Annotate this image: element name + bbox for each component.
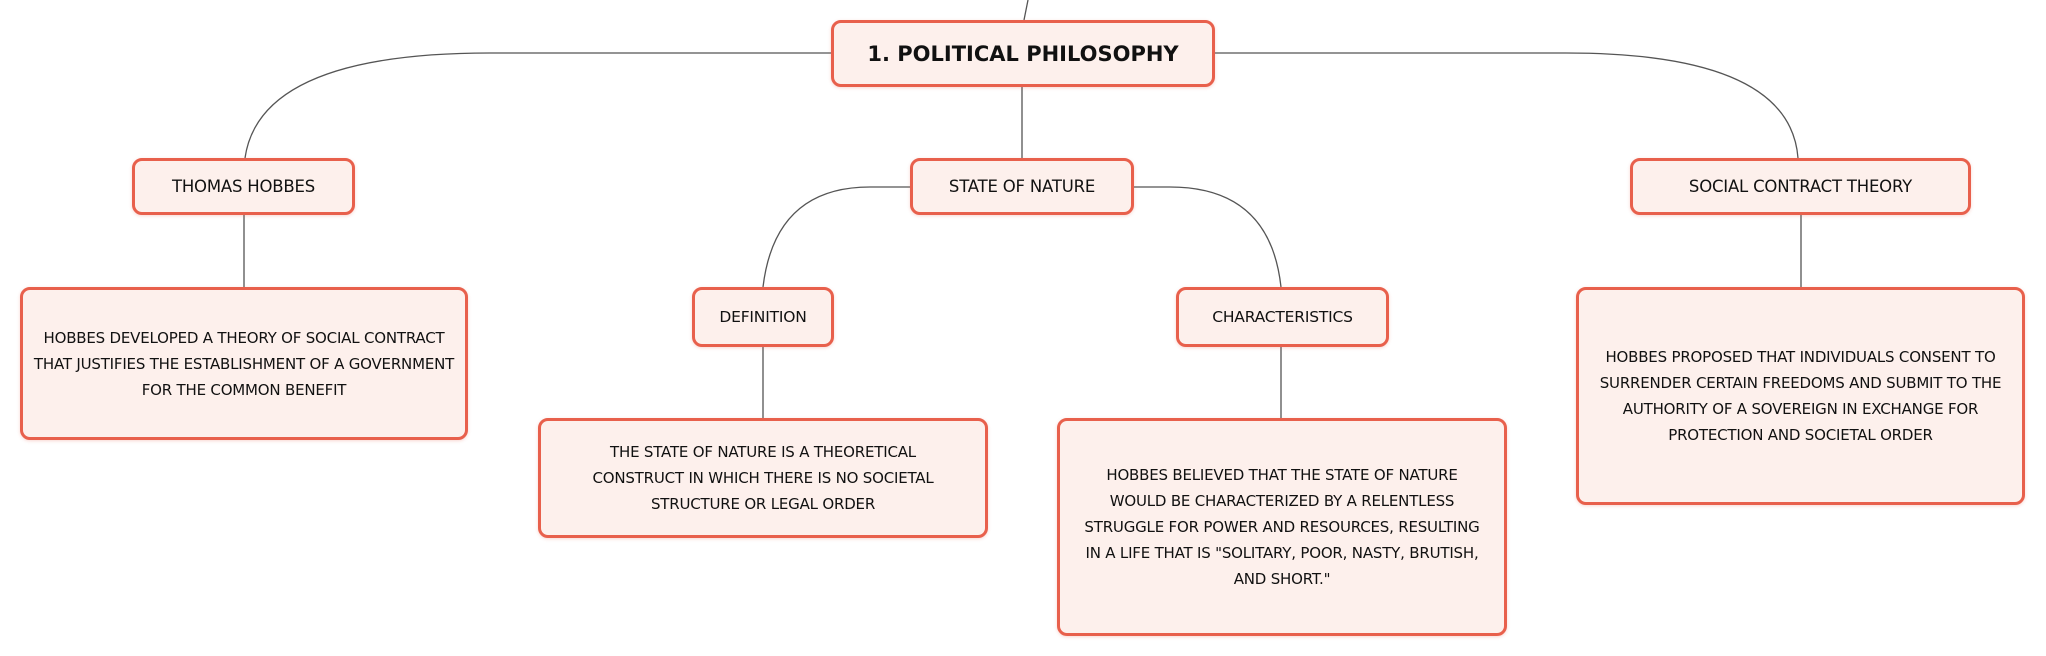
node-text: HOBBES BELIEVED THAT THE STATE OF NATURE…: [1084, 466, 1480, 588]
link-parent: [1023, 0, 1029, 21]
node-label: SOCIAL CONTRACT THEORY: [1688, 177, 1913, 196]
link-state-definition: [762, 186, 910, 288]
node-definition[interactable]: DEFINITION: [692, 287, 834, 347]
node-definition-detail[interactable]: THE STATE OF NATURE IS A THEORETICAL CON…: [538, 418, 988, 538]
node-label: DEFINITION: [719, 308, 807, 326]
node-characteristics[interactable]: CHARACTERISTICS: [1176, 287, 1389, 347]
node-social-contract-theory[interactable]: SOCIAL CONTRACT THEORY: [1630, 158, 1971, 215]
node-text: HOBBES DEVELOPED A THEORY OF SOCIAL CONT…: [33, 328, 455, 399]
node-label: STATE OF NATURE: [948, 177, 1096, 196]
link-root-thomas-hobbes: [244, 52, 831, 159]
node-state-of-nature[interactable]: STATE OF NATURE: [910, 158, 1134, 215]
node-thomas-hobbes-detail[interactable]: HOBBES DEVELOPED A THEORY OF SOCIAL CONT…: [20, 287, 468, 440]
node-characteristics-detail[interactable]: HOBBES BELIEVED THAT THE STATE OF NATURE…: [1057, 418, 1507, 636]
link-state-characteristics: [1134, 186, 1282, 288]
root-node[interactable]: 1. POLITICAL PHILOSOPHY: [831, 20, 1215, 87]
root-node-label: 1. POLITICAL PHILOSOPHY: [867, 41, 1179, 66]
node-label: THOMAS HOBBES: [171, 177, 316, 196]
node-text: THE STATE OF NATURE IS A THEORETICAL CON…: [592, 443, 934, 513]
node-thomas-hobbes[interactable]: THOMAS HOBBES: [132, 158, 355, 215]
node-label: CHARACTERISTICS: [1212, 308, 1353, 326]
node-social-contract-detail[interactable]: HOBBES PROPOSED THAT INDIVIDUALS CONSENT…: [1576, 287, 2025, 505]
link-root-social-contract: [1214, 52, 1799, 159]
node-text: HOBBES PROPOSED THAT INDIVIDUALS CONSENT…: [1599, 348, 2002, 444]
